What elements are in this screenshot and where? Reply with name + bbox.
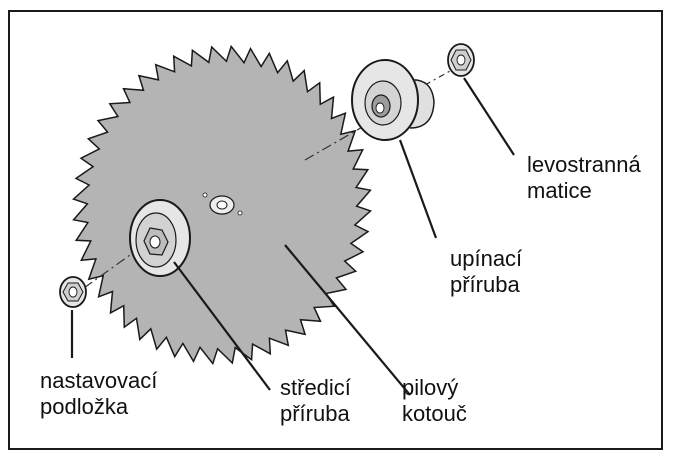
label-adjusting-washer: nastavovací podložka (40, 368, 157, 420)
centering-flange (130, 200, 190, 276)
leader-line-lock-nut (464, 78, 514, 155)
label-lock-nut: levostranná matice (527, 152, 641, 204)
clamping-flange (352, 60, 434, 140)
adjusting-washer (60, 277, 86, 307)
label-clamping-flange: upínací příruba (450, 246, 522, 298)
left-hand-lock-nut (448, 44, 474, 76)
label-saw-blade: pilový kotouč (402, 375, 467, 427)
leader-line-clamping-flange (400, 140, 436, 238)
label-centering-flange: středicí příruba (280, 375, 351, 427)
